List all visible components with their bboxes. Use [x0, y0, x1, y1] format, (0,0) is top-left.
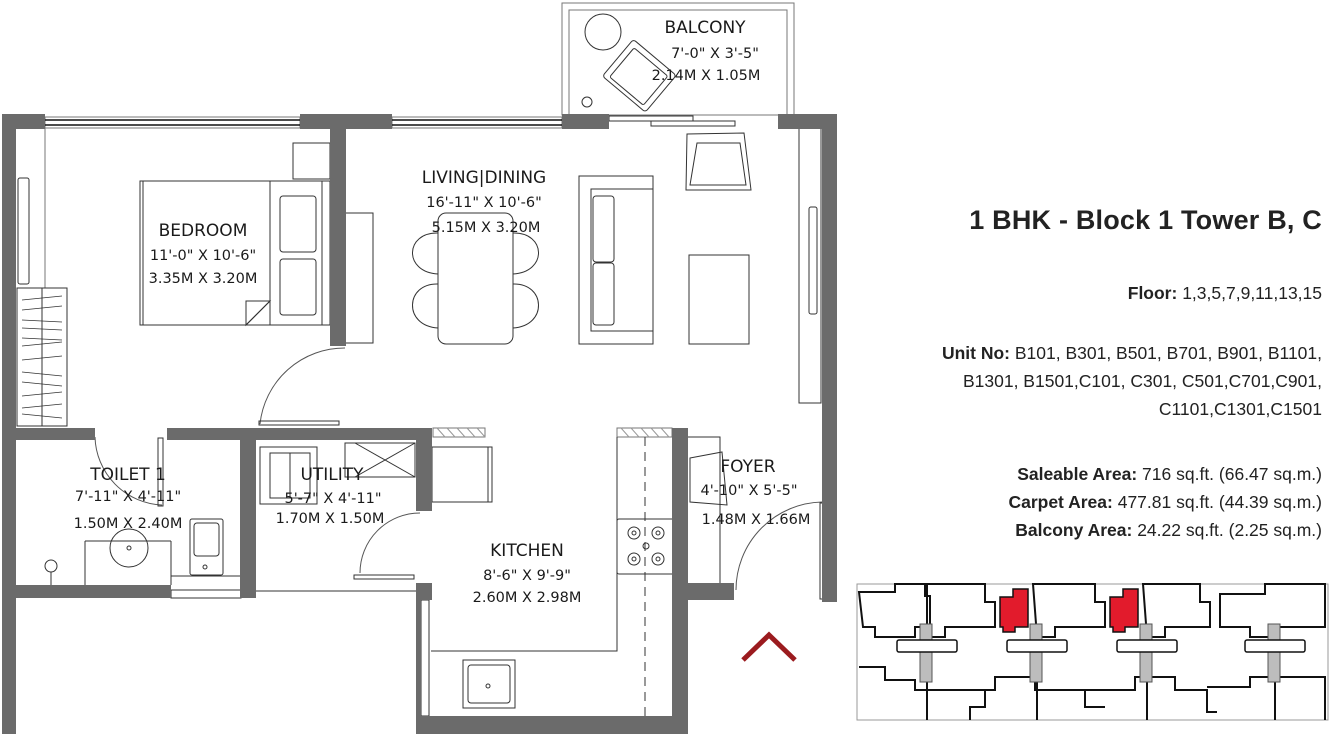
unit-info: Unit No: B101, B301, B501, B701, B901, B…	[827, 339, 1322, 423]
area-info: Saleable Area: 716 sq.ft. (66.47 sq.m.) …	[1008, 460, 1322, 544]
carpet-label: Carpet Area:	[1008, 492, 1113, 512]
room-labels: BALCONY 7'-0" X 3'-5" 2.14M X 1.05M BEDR…	[74, 18, 811, 606]
floor-info: Floor: 1,3,5,7,9,11,13,15	[1128, 279, 1322, 307]
kitchen-name: KITCHEN	[490, 541, 564, 561]
toilet-dim-ft: 7'-11" X 4'-11"	[75, 489, 181, 505]
saleable-label: Saleable Area:	[1017, 464, 1138, 484]
balcony-area	[561, 2, 795, 116]
bedroom-dim-ft: 11'-0" X 10'-6"	[150, 248, 256, 264]
utility-dim-m: 1.70M X 1.50M	[276, 511, 385, 527]
toilet-dim-m: 1.50M X 2.40M	[74, 516, 183, 532]
utility-name: UTILITY	[300, 465, 364, 485]
kitchen-dim-m: 2.60M X 2.98M	[473, 590, 582, 606]
balcony-dim-m: 2.14M X 1.05M	[652, 68, 761, 84]
balcony-dim-ft: 7'-0" X 3'-5"	[671, 46, 759, 62]
carpet-value: 477.81 sq.ft. (44.39 sq.m.)	[1117, 492, 1322, 512]
toilet-name: TOILET 1	[89, 465, 166, 485]
bedroom-dim-m: 3.35M X 3.20M	[149, 271, 258, 287]
chevron-up-icon	[741, 631, 797, 662]
floor-value: 1,3,5,7,9,11,13,15	[1182, 283, 1322, 303]
walls	[2, 114, 837, 734]
unit-line-1: B101, B301, B501, B701, B901, B1101,	[1014, 343, 1322, 363]
foyer-dim-ft: 4'-10" X 5'-5"	[700, 483, 797, 499]
foyer-name: FOYER	[720, 457, 775, 477]
floor-label: Floor:	[1127, 283, 1178, 303]
utility-dim-ft: 5'-7" X 4'-11"	[284, 491, 381, 507]
balcony-area-value: 24.22 sq.ft. (2.25 sq.m.)	[1137, 520, 1322, 540]
unit-line-2: B1301, B1501,C101, C301, C501,C701,C901,	[962, 371, 1322, 391]
plan-title: 1 BHK - Block 1 Tower B, C	[969, 205, 1322, 235]
kitchen-dim-ft: 8'-6" X 9'-9"	[483, 568, 571, 584]
foyer-dim-m: 1.48M X 1.66M	[702, 512, 811, 528]
living-dim-ft: 16'-11" X 10'-6"	[426, 195, 542, 211]
living-name: LIVING|DINING	[422, 168, 546, 188]
highlighted-unit-b	[999, 588, 1029, 633]
bedroom-name: BEDROOM	[159, 221, 248, 241]
saleable-value: 716 sq.ft. (66.47 sq.m.)	[1142, 464, 1322, 484]
unit-label: Unit No:	[941, 343, 1010, 363]
living-dim-m: 5.15M X 3.20M	[432, 220, 541, 236]
highlighted-unit-c	[1109, 588, 1139, 633]
balcony-area-label: Balcony Area:	[1015, 520, 1133, 540]
balcony-name: BALCONY	[664, 18, 746, 38]
key-plan	[856, 583, 1329, 721]
unit-line-3: C1101,C1301,C1501	[1158, 399, 1322, 419]
